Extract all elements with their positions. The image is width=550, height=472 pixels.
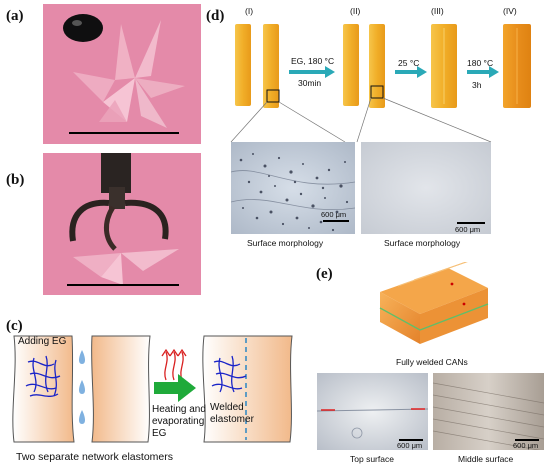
welded-crane-sample-b xyxy=(43,153,201,295)
welded-block-photo xyxy=(379,262,489,344)
panel-c-caption: Two separate network elastomers xyxy=(16,451,173,463)
micrograph-top-surface: 600 μm xyxy=(317,373,428,450)
strip-stage1-a xyxy=(235,24,251,106)
micro2-scale-label: 600 μm xyxy=(455,225,481,234)
step3-duration: 3h xyxy=(472,80,482,90)
panel-d-label: (d) xyxy=(206,8,225,24)
stage-label-3: (III) xyxy=(431,6,444,16)
origami-crane-sample-a xyxy=(43,4,201,144)
heating-text-2: evaporating xyxy=(152,416,205,427)
micro1-caption: Surface morphology xyxy=(247,238,324,248)
clamp xyxy=(101,153,131,193)
micrograph-stage2: 600 μm xyxy=(361,142,491,234)
heating-text-3: EG xyxy=(152,428,167,439)
adding-eg-text: Adding EG xyxy=(18,336,67,347)
panel-c-label: (c) xyxy=(6,318,23,334)
micrograph-middle-surface: 600 μm xyxy=(433,373,544,450)
stage-label-2: (II) xyxy=(350,6,361,16)
heat-arrows-icon xyxy=(161,348,187,381)
stage-label-4: (IV) xyxy=(503,6,517,16)
step3-condition: 180 °C xyxy=(467,58,494,68)
step1-condition: EG, 180 °C xyxy=(291,56,335,66)
film-strips xyxy=(230,24,531,143)
step2-condition: 25 °C xyxy=(398,58,420,68)
block-caption: Fully welded CANs xyxy=(396,357,468,367)
arrow-step3-icon xyxy=(467,66,499,78)
panel-b-label: (b) xyxy=(6,172,25,188)
panel-a-photo xyxy=(43,4,201,144)
strip-stage2-a xyxy=(343,24,359,106)
polymer-network-left xyxy=(25,355,61,397)
tweezer-tip xyxy=(63,14,103,42)
panel-b-photo xyxy=(43,153,201,295)
welded-text-1: Welded xyxy=(210,402,244,413)
middle-scale-label: 600 μm xyxy=(513,441,539,450)
micrograph-stage1: 600 μm xyxy=(231,142,355,234)
top-scale-label: 600 μm xyxy=(397,441,423,450)
panel-e-label: (e) xyxy=(316,266,333,282)
polymer-network-welded xyxy=(211,355,247,393)
arrow-step2-icon xyxy=(395,66,427,78)
step1-duration: 30min xyxy=(298,78,322,88)
micro1-scale-label: 600 μm xyxy=(321,210,347,219)
eg-drops xyxy=(79,350,85,424)
zoom-box-2 xyxy=(370,85,384,99)
top-surface-caption: Top surface xyxy=(350,454,394,464)
arrow-step1-icon xyxy=(289,66,335,78)
welded-text-2: elastomer xyxy=(210,414,254,425)
panel-c-diagram: Adding EG Heating and evaporating EG Wel… xyxy=(0,330,300,467)
middle-surface-caption: Middle surface xyxy=(458,454,514,464)
weld-seam-green xyxy=(379,307,421,331)
strip-stage2-b xyxy=(369,24,385,108)
welding-schematic xyxy=(12,335,293,443)
panel-a-label: (a) xyxy=(6,8,24,24)
stage-label-1: (I) xyxy=(245,6,254,16)
zoom-box-1 xyxy=(266,89,280,103)
heating-text-1: Heating and xyxy=(152,404,206,415)
process-arrow-icon xyxy=(154,374,196,402)
strip-stage1-b xyxy=(263,24,279,108)
micro2-caption: Surface morphology xyxy=(384,238,461,248)
